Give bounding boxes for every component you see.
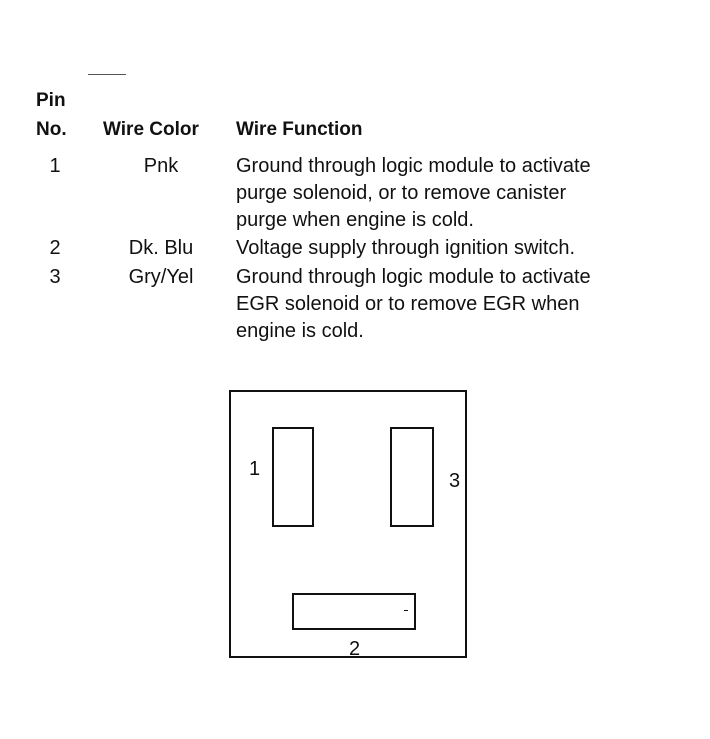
wire-function: Voltage supply through ignition switch. [236,235,696,262]
pin-number: 2 [49,237,61,259]
wire-color: Pnk [143,155,179,177]
wire-color: Gry/Yel [128,266,194,288]
pin-number: 3 [49,266,61,288]
header-wire-function: Wire Function [236,119,363,140]
terminal-3-label: 3 [449,470,461,492]
scan-dash-mark [88,74,126,75]
header-pin-line1: Pin [36,90,66,111]
terminal-2-tick-mark [404,610,408,611]
terminal-2-label: 2 [349,638,361,660]
wire-function: Ground through logic module to activate … [236,153,696,234]
connector-face-diagram: 1 3 2 [229,390,467,660]
wire-function-line: purge when engine is cold. [236,209,474,231]
wire-color: Dk. Blu [128,237,194,259]
wire-function-line: EGR solenoid or to remove EGR when [236,293,580,315]
wire-function-line: Voltage supply through ignition switch. [236,237,576,259]
header-pin-line2: No. [36,119,67,140]
terminal-1-slot [272,427,314,527]
wire-function-line: purge solenoid, or to remove canister [236,182,567,204]
terminal-3-slot [390,427,434,527]
header-wire-color: Wire Color [103,119,199,140]
terminal-1-label: 1 [249,458,261,480]
wire-function-line: Ground through logic module to activate [236,266,591,288]
wire-function: Ground through logic module to activate … [236,264,696,345]
wire-function-line: Ground through logic module to activate [236,155,591,177]
pin-number: 1 [49,155,61,177]
wire-function-line: engine is cold. [236,320,364,342]
terminal-2-slot [292,593,416,630]
